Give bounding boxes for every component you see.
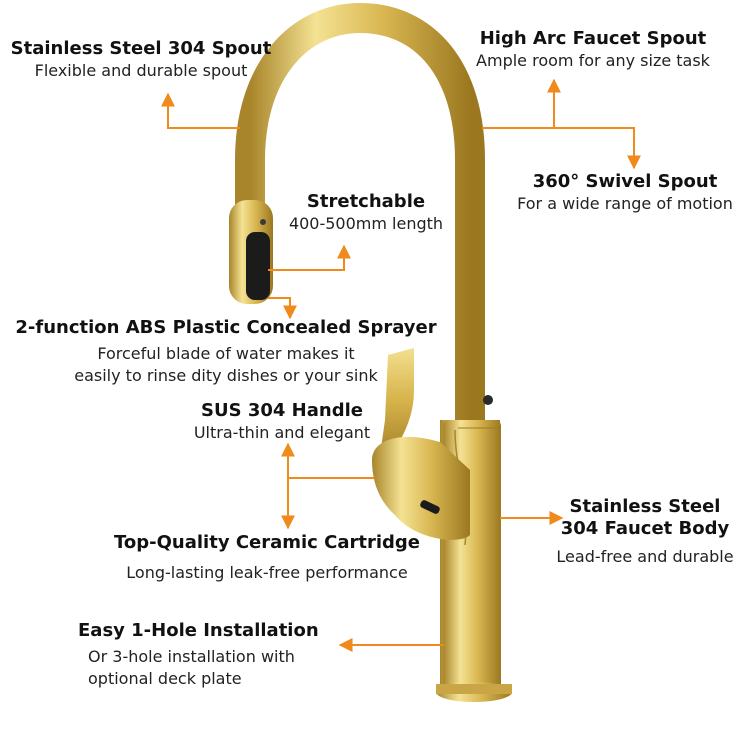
callout-arrows xyxy=(161,78,641,652)
callout-high-arc-title: High Arc Faucet Spout xyxy=(479,28,707,49)
callout-swivel-title: 360° Swivel Spout xyxy=(532,171,718,192)
gooseneck-spout xyxy=(235,2,485,480)
callout-stretchable: Stretchable 400-500mm length xyxy=(278,191,454,235)
callout-body-title-1: Stainless Steel xyxy=(569,496,721,517)
callout-installation: Easy 1-Hole Installation Or 3-hole insta… xyxy=(78,620,338,690)
concealed-sprayer xyxy=(246,232,270,300)
callout-handle-desc: Ultra-thin and elegant xyxy=(193,423,371,442)
handle xyxy=(380,348,414,455)
callout-body: Stainless Steel 304 Faucet Body Lead-fre… xyxy=(540,496,750,568)
callout-cartridge: Top-Quality Ceramic Cartridge Long-lasti… xyxy=(95,532,439,584)
callout-cartridge-title: Top-Quality Ceramic Cartridge xyxy=(114,532,420,553)
callout-high-arc-desc: Ample room for any size task xyxy=(476,51,710,70)
arrow-sprayer xyxy=(268,297,297,320)
callout-spout-304-desc: Flexible and durable spout xyxy=(34,61,248,80)
callout-spout-304: Stainless Steel 304 Spout Flexible and d… xyxy=(10,38,272,82)
callout-sprayer-desc-1: Forceful blade of water makes it xyxy=(97,344,355,363)
callout-swivel: 360° Swivel Spout For a wide range of mo… xyxy=(500,171,750,215)
cartridge-housing xyxy=(372,436,470,540)
callout-handle: SUS 304 Handle Ultra-thin and elegant xyxy=(168,400,396,444)
callout-swivel-desc: For a wide range of motion xyxy=(517,194,733,213)
callout-stretchable-title: Stretchable xyxy=(306,191,426,212)
callout-sprayer-title: 2-function ABS Plastic Concealed Sprayer xyxy=(15,317,437,338)
arrow-spout-304 xyxy=(161,92,240,129)
callout-body-title-2: 304 Faucet Body xyxy=(560,518,730,539)
callout-cartridge-desc: Long-lasting leak-free performance xyxy=(126,563,408,582)
callout-installation-desc-2: optional deck plate xyxy=(88,669,242,688)
callout-stretchable-desc: 400-500mm length xyxy=(288,214,444,233)
callout-installation-title: Easy 1-Hole Installation xyxy=(78,620,319,641)
callout-sprayer: 2-function ABS Plastic Concealed Sprayer… xyxy=(10,317,442,387)
arrow-high-arc xyxy=(482,78,561,129)
callout-spout-304-title: Stainless Steel 304 Spout xyxy=(10,38,272,59)
callout-high-arc: High Arc Faucet Spout Ample room for any… xyxy=(458,28,728,72)
callout-installation-desc-1: Or 3-hole installation with xyxy=(88,647,295,666)
callout-sprayer-desc-2: easily to rinse dity dishes or your sink xyxy=(74,366,378,385)
callout-handle-title: SUS 304 Handle xyxy=(201,400,363,421)
callout-body-desc: Lead-free and durable xyxy=(556,547,734,566)
arrow-swivel xyxy=(554,127,641,170)
arrow-stretchable xyxy=(268,244,351,271)
